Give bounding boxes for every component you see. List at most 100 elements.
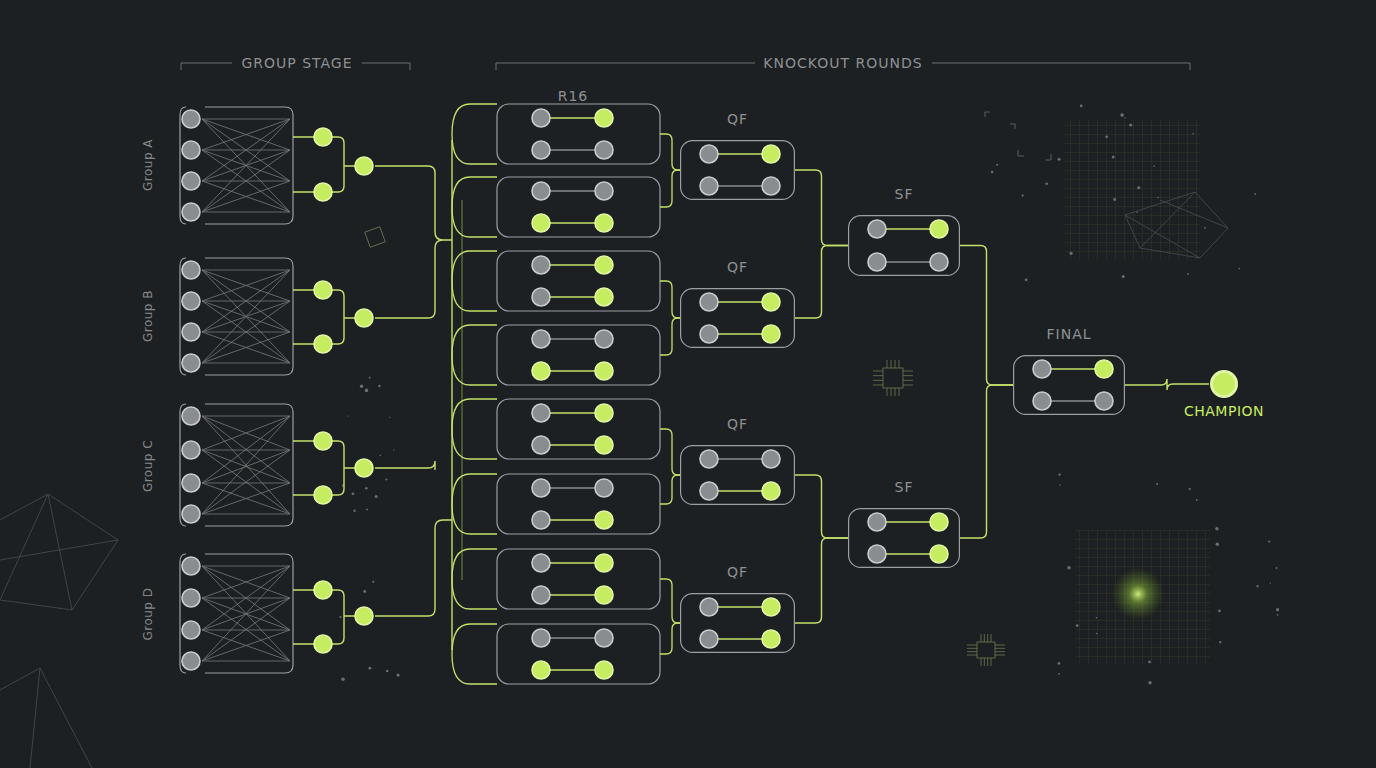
round-heading: QF: [680, 258, 795, 276]
fixture-line: [202, 450, 290, 483]
chip-pin: [967, 634, 1005, 666]
particle: [386, 670, 389, 673]
round-heading: QF: [680, 110, 795, 128]
fixture-line: [202, 270, 290, 271]
team-dot: [595, 141, 613, 159]
match-line: [550, 149, 595, 150]
round-heading: FINAL: [1013, 325, 1125, 343]
winner-dot: [1095, 360, 1113, 378]
particle: [1058, 673, 1060, 675]
match-line: [886, 228, 930, 229]
team-dot: [532, 182, 550, 200]
team-dot: [532, 629, 550, 647]
particle: [1277, 614, 1279, 616]
particle: [1254, 193, 1256, 195]
fixture-line: [202, 150, 290, 212]
match-frame: [848, 215, 960, 276]
draw-feed: [452, 325, 497, 385]
particle: [1137, 186, 1140, 189]
fixture-line: [202, 416, 290, 514]
particle: [378, 385, 380, 387]
team-dot: [700, 450, 718, 468]
match-frame: [681, 446, 795, 505]
team-dot: [182, 505, 200, 523]
match-line: [718, 638, 762, 639]
advance-bracket: [332, 290, 355, 344]
match-line: [718, 301, 762, 302]
champion-dot: [1212, 372, 1237, 397]
match-frame: [681, 594, 795, 653]
team-dot: [532, 554, 550, 572]
winner-dot: [930, 545, 948, 563]
fixture-line: [202, 119, 290, 150]
particle: [1096, 617, 1098, 619]
particle: [369, 377, 371, 379]
team-dot: [868, 220, 886, 238]
match-line: [1051, 400, 1095, 401]
advance-bracket: [332, 441, 355, 495]
fixture-line: [202, 270, 290, 363]
fixture-line: [202, 119, 290, 120]
winner-dot: [355, 309, 373, 327]
match-frame: [497, 325, 660, 385]
particle: [1148, 661, 1151, 664]
match-line: [718, 153, 762, 154]
bracket-connector: [960, 385, 1013, 538]
fixture-line: [202, 270, 290, 301]
fixture-line: [202, 450, 290, 514]
fixture-line: [202, 301, 290, 363]
winner-dot: [314, 281, 332, 299]
section-heading: KNOCKOUT ROUNDS: [763, 55, 922, 71]
fixture-line: [202, 566, 290, 661]
particle: [1122, 275, 1125, 278]
advance-line: [660, 170, 680, 207]
fixture-line: [202, 119, 290, 150]
particle: [360, 385, 363, 388]
fixture-line: [202, 332, 290, 363]
particle: [397, 674, 400, 677]
team-dot: [930, 253, 948, 271]
fixture-line: [202, 332, 290, 363]
particle: [1129, 123, 1132, 126]
fixture-line: [202, 416, 290, 417]
team-dot: [700, 630, 718, 648]
team-dot: [532, 511, 550, 529]
particle: [1022, 195, 1024, 197]
advance-line: [660, 623, 680, 654]
draw-feed: [452, 251, 497, 311]
fixture-line: [202, 450, 290, 514]
particle: [353, 510, 355, 512]
team-dot: [532, 141, 550, 159]
particle: [1196, 499, 1198, 501]
particle: [1058, 662, 1061, 665]
fixture-line: [202, 566, 290, 630]
match-line: [550, 370, 595, 371]
particle: [1070, 252, 1073, 255]
match-line: [718, 606, 762, 607]
draw-trunk: [462, 200, 463, 580]
team-dot: [182, 203, 200, 221]
advance-line: [660, 318, 680, 355]
match-frame: [497, 177, 660, 237]
winner-dot: [762, 325, 780, 343]
fixture-line: [202, 566, 290, 567]
team-dot: [182, 557, 200, 575]
team-dot: [700, 177, 718, 195]
particle: [991, 171, 994, 174]
particle: [1080, 105, 1083, 108]
particle: [375, 495, 378, 498]
winner-dot: [595, 288, 613, 306]
winner-dot: [595, 256, 613, 274]
winner-dot: [532, 214, 550, 232]
match-line: [550, 412, 595, 413]
particle: [1096, 633, 1098, 635]
fixture-line: [202, 181, 290, 212]
particle: [1157, 197, 1159, 199]
winner-dot: [595, 436, 613, 454]
team-dot: [700, 145, 718, 163]
match-box: SF: [848, 478, 960, 568]
match-frame: [497, 474, 660, 534]
team-dot: [532, 479, 550, 497]
fixture-line: [202, 212, 290, 213]
particle: [1238, 268, 1240, 270]
